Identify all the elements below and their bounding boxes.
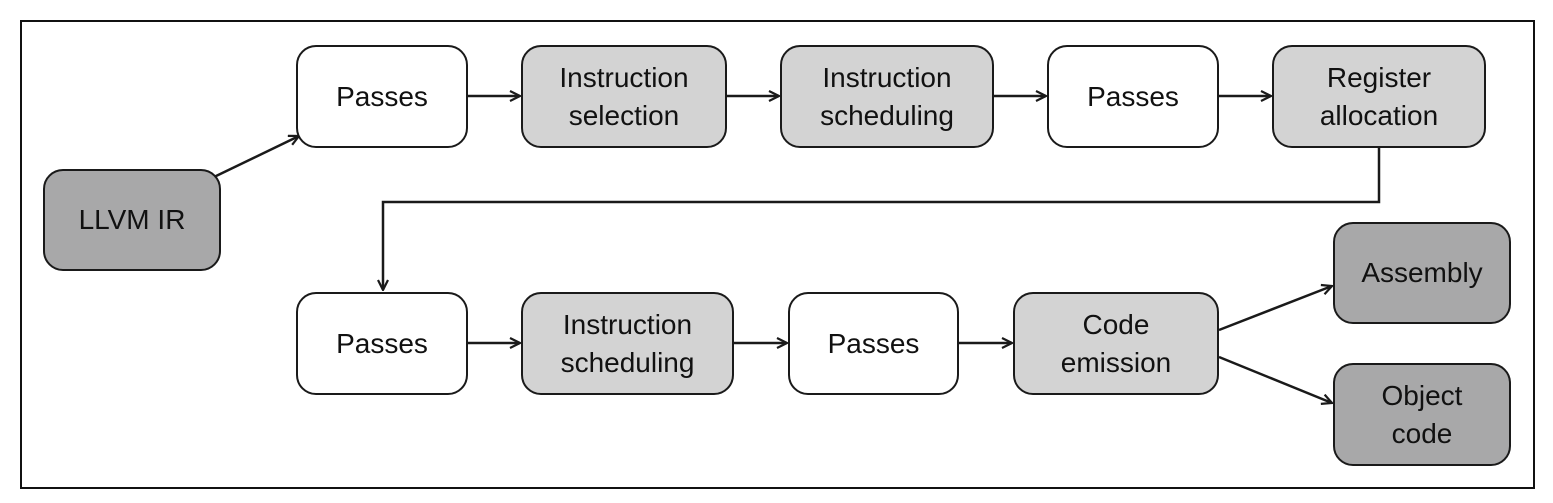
- arrow-code-emission-to-assembly: [1218, 286, 1332, 332]
- arrow-register-allocation-to-passes: [383, 147, 1381, 290]
- passes-node-2: Passes: [1047, 45, 1219, 148]
- passes-node-4: Passes: [788, 292, 959, 395]
- code-emission-node: Code emission: [1013, 292, 1219, 395]
- assembly-label: Assembly: [1361, 257, 1483, 288]
- arrow-code-emission-to-object-code: [1218, 355, 1332, 403]
- assembly-node: Assembly: [1333, 222, 1511, 324]
- object-code-label: Object code: [1381, 379, 1463, 449]
- instruction-scheduling-node-1: Instruction scheduling: [780, 45, 994, 148]
- arrow-llvm-ir-to-passes: [213, 136, 299, 179]
- code-emission-label: Code emission: [1060, 308, 1172, 378]
- passes-node-1: Passes: [296, 45, 468, 148]
- register-allocation-node: Register allocation: [1272, 45, 1486, 148]
- passes-label-4: Passes: [827, 327, 920, 359]
- passes-label-3: Passes: [336, 327, 428, 359]
- instruction-scheduling-label-2: Instruction scheduling: [560, 308, 695, 378]
- instruction-selection-label: Instruction selection: [559, 61, 689, 131]
- llvm-ir-label: LLVM IR: [78, 204, 186, 235]
- passes-node-3: Passes: [296, 292, 468, 395]
- llvm-ir-node: LLVM IR: [43, 169, 221, 271]
- passes-label-1: Passes: [336, 80, 428, 112]
- instruction-selection-node: Instruction selection: [521, 45, 727, 148]
- passes-label-2: Passes: [1087, 80, 1179, 112]
- instruction-scheduling-label-1: Instruction scheduling: [820, 61, 954, 131]
- object-code-node: Object code: [1333, 363, 1511, 466]
- diagram-frame: [20, 20, 1535, 489]
- instruction-scheduling-node-2: Instruction scheduling: [521, 292, 734, 395]
- register-allocation-label: Register allocation: [1319, 61, 1439, 131]
